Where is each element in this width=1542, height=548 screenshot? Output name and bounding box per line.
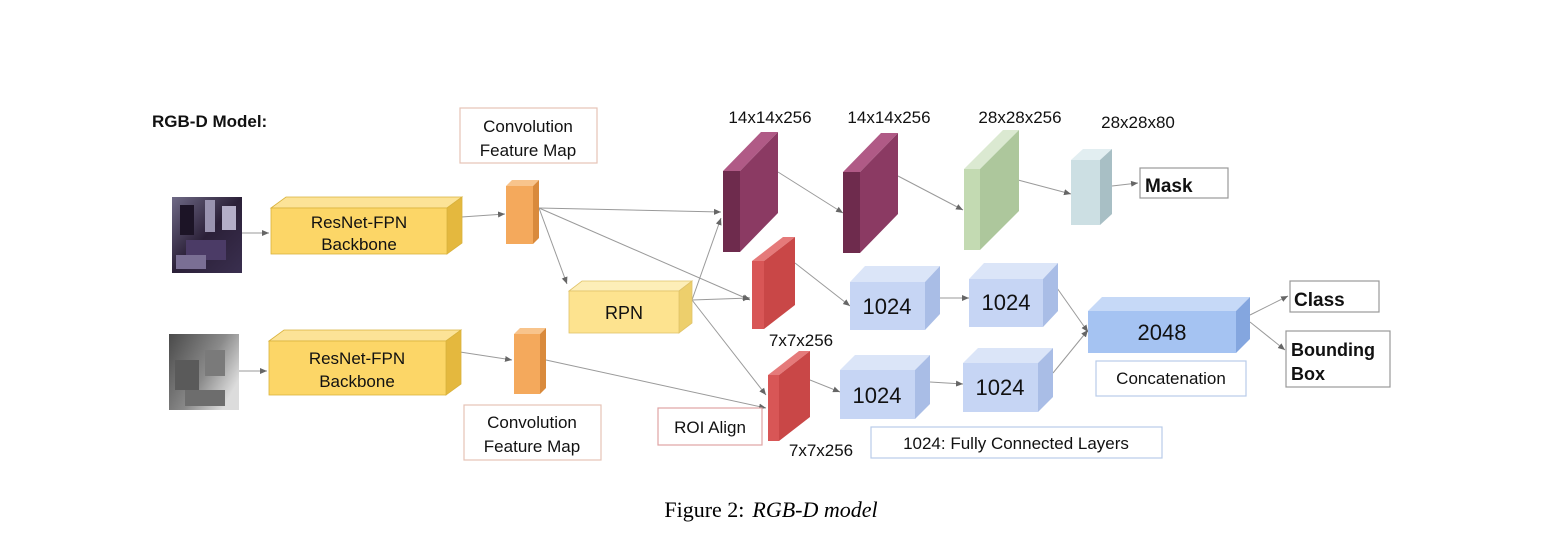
- backbone-depth-label-line1: ResNet-FPN: [309, 349, 405, 368]
- rpn-block: RPN: [567, 280, 694, 334]
- concat-label-text: Concatenation: [1116, 369, 1226, 388]
- roi-block-mid: [752, 237, 795, 329]
- caption-prefix: Figure 2:: [664, 497, 744, 522]
- bbox-output-line1: Bounding: [1291, 340, 1375, 360]
- mask-conv-1: [723, 132, 778, 252]
- fc-block-3: 1024: [840, 355, 930, 419]
- connections: [239, 171, 1289, 410]
- class-output-text: Class: [1294, 290, 1345, 311]
- rpn-label: RPN: [605, 303, 643, 323]
- fc-block-4: 1024: [963, 348, 1053, 412]
- backbone-rgb-label-line1: ResNet-FPN: [311, 213, 407, 232]
- mask-output-label: Mask: [1139, 167, 1229, 199]
- conv-feature-map-top: [506, 180, 539, 244]
- conv-bottom-label-line1: Convolution: [487, 413, 577, 432]
- conv-feature-map-bottom: [514, 328, 546, 394]
- caption-text: RGB-D model: [751, 497, 877, 522]
- dim-label-mask-2: 14x14x256: [847, 108, 930, 127]
- fc-legend-text: 1024: Fully Connected Layers: [903, 434, 1129, 453]
- fc-3-value: 1024: [853, 383, 902, 408]
- dim-label-roi-bottom: 7x7x256: [789, 441, 853, 460]
- fc-1-value: 1024: [863, 294, 912, 319]
- roi-align-label: ROI Align: [657, 407, 763, 446]
- dim-label-mask-1: 14x14x256: [728, 108, 811, 127]
- bbox-output: Bounding Box: [1285, 330, 1391, 388]
- dim-label-mask-3: 28x28x256: [978, 108, 1061, 127]
- mask-deconv: [964, 130, 1019, 250]
- bbox-output-line2: Box: [1291, 364, 1325, 384]
- conv-feature-map-top-label: Convolution Feature Map: [459, 107, 598, 164]
- roi-block-bottom: [768, 351, 810, 441]
- backbone-depth-label-line2: Backbone: [319, 372, 395, 391]
- conv-top-label-line2: Feature Map: [480, 141, 576, 160]
- resnet-fpn-backbone-rgb: ResNet-FPN Backbone: [269, 196, 464, 255]
- conv-bottom-label-line2: Feature Map: [484, 437, 580, 456]
- conv-feature-map-bottom-label: Convolution Feature Map: [463, 404, 602, 461]
- class-output: Class: [1289, 280, 1380, 313]
- conv-top-label-line1: Convolution: [483, 117, 573, 136]
- figure-caption: Figure 2: RGB-D model: [664, 497, 877, 522]
- mask-output-text: Mask: [1145, 176, 1193, 197]
- mask-output-block: [1071, 149, 1112, 225]
- resnet-fpn-backbone-depth: ResNet-FPN Backbone: [267, 329, 463, 396]
- mask-conv-2: [843, 133, 898, 253]
- backbone-rgb-label-line2: Backbone: [321, 235, 397, 254]
- concat-label: Concatenation: [1095, 360, 1247, 397]
- concat-block: 2048: [1088, 297, 1250, 353]
- rgb-input-image: [172, 197, 242, 273]
- fc-2-value: 1024: [982, 290, 1031, 315]
- dim-label-roi-mid: 7x7x256: [769, 331, 833, 350]
- fc-block-2: 1024: [969, 263, 1058, 327]
- diagram-title: RGB-D Model:: [152, 112, 267, 131]
- roi-align-text: ROI Align: [674, 418, 746, 437]
- fc-4-value: 1024: [976, 375, 1025, 400]
- fc-legend: 1024: Fully Connected Layers: [870, 426, 1163, 459]
- depth-input-image: [169, 334, 239, 410]
- dim-label-mask-4: 28x28x80: [1101, 113, 1175, 132]
- concat-value: 2048: [1138, 320, 1187, 345]
- fc-block-1: 1024: [850, 266, 940, 330]
